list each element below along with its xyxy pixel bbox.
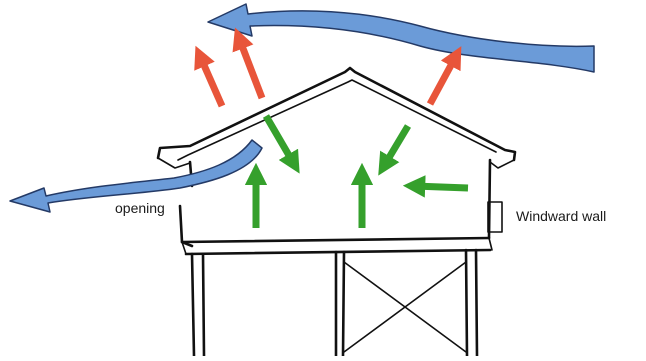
floor-top [180,236,491,244]
left-wall-lower [178,204,194,248]
hot-air-arrow-3 [426,46,462,106]
hot-air-arrow-2 [232,27,266,100]
cool-air-arrow-roof-right [378,124,412,176]
opening-label: opening [115,200,165,216]
floor-right-edge [488,237,493,251]
top-wind-arrow [207,3,595,73]
stilt-6 [474,248,479,358]
stilt-2 [201,252,206,358]
windward-wall-box [487,201,503,233]
lower-wind-arrow [9,139,263,213]
right-wall [487,158,492,240]
cool-air-arrow-roof-left [262,114,300,174]
cool-air-arrows [244,114,469,228]
hot-air-arrows [194,27,462,108]
right-eave [489,159,515,169]
cool-air-arrow-windward [402,175,469,198]
roof-outer [156,66,517,162]
stilt-5 [464,248,469,358]
windward-wall-label: Windward wall [516,208,607,224]
stilt-1 [190,252,196,358]
left-eave [157,157,191,169]
wind-arrows [9,3,595,213]
cross-brace-2 [343,261,467,353]
stilt-4 [341,250,346,358]
house [156,66,517,358]
floor-bottom [184,248,492,256]
roof-inner [177,79,497,161]
floor-left-edge [181,241,187,255]
hot-air-arrow-1 [194,45,226,108]
